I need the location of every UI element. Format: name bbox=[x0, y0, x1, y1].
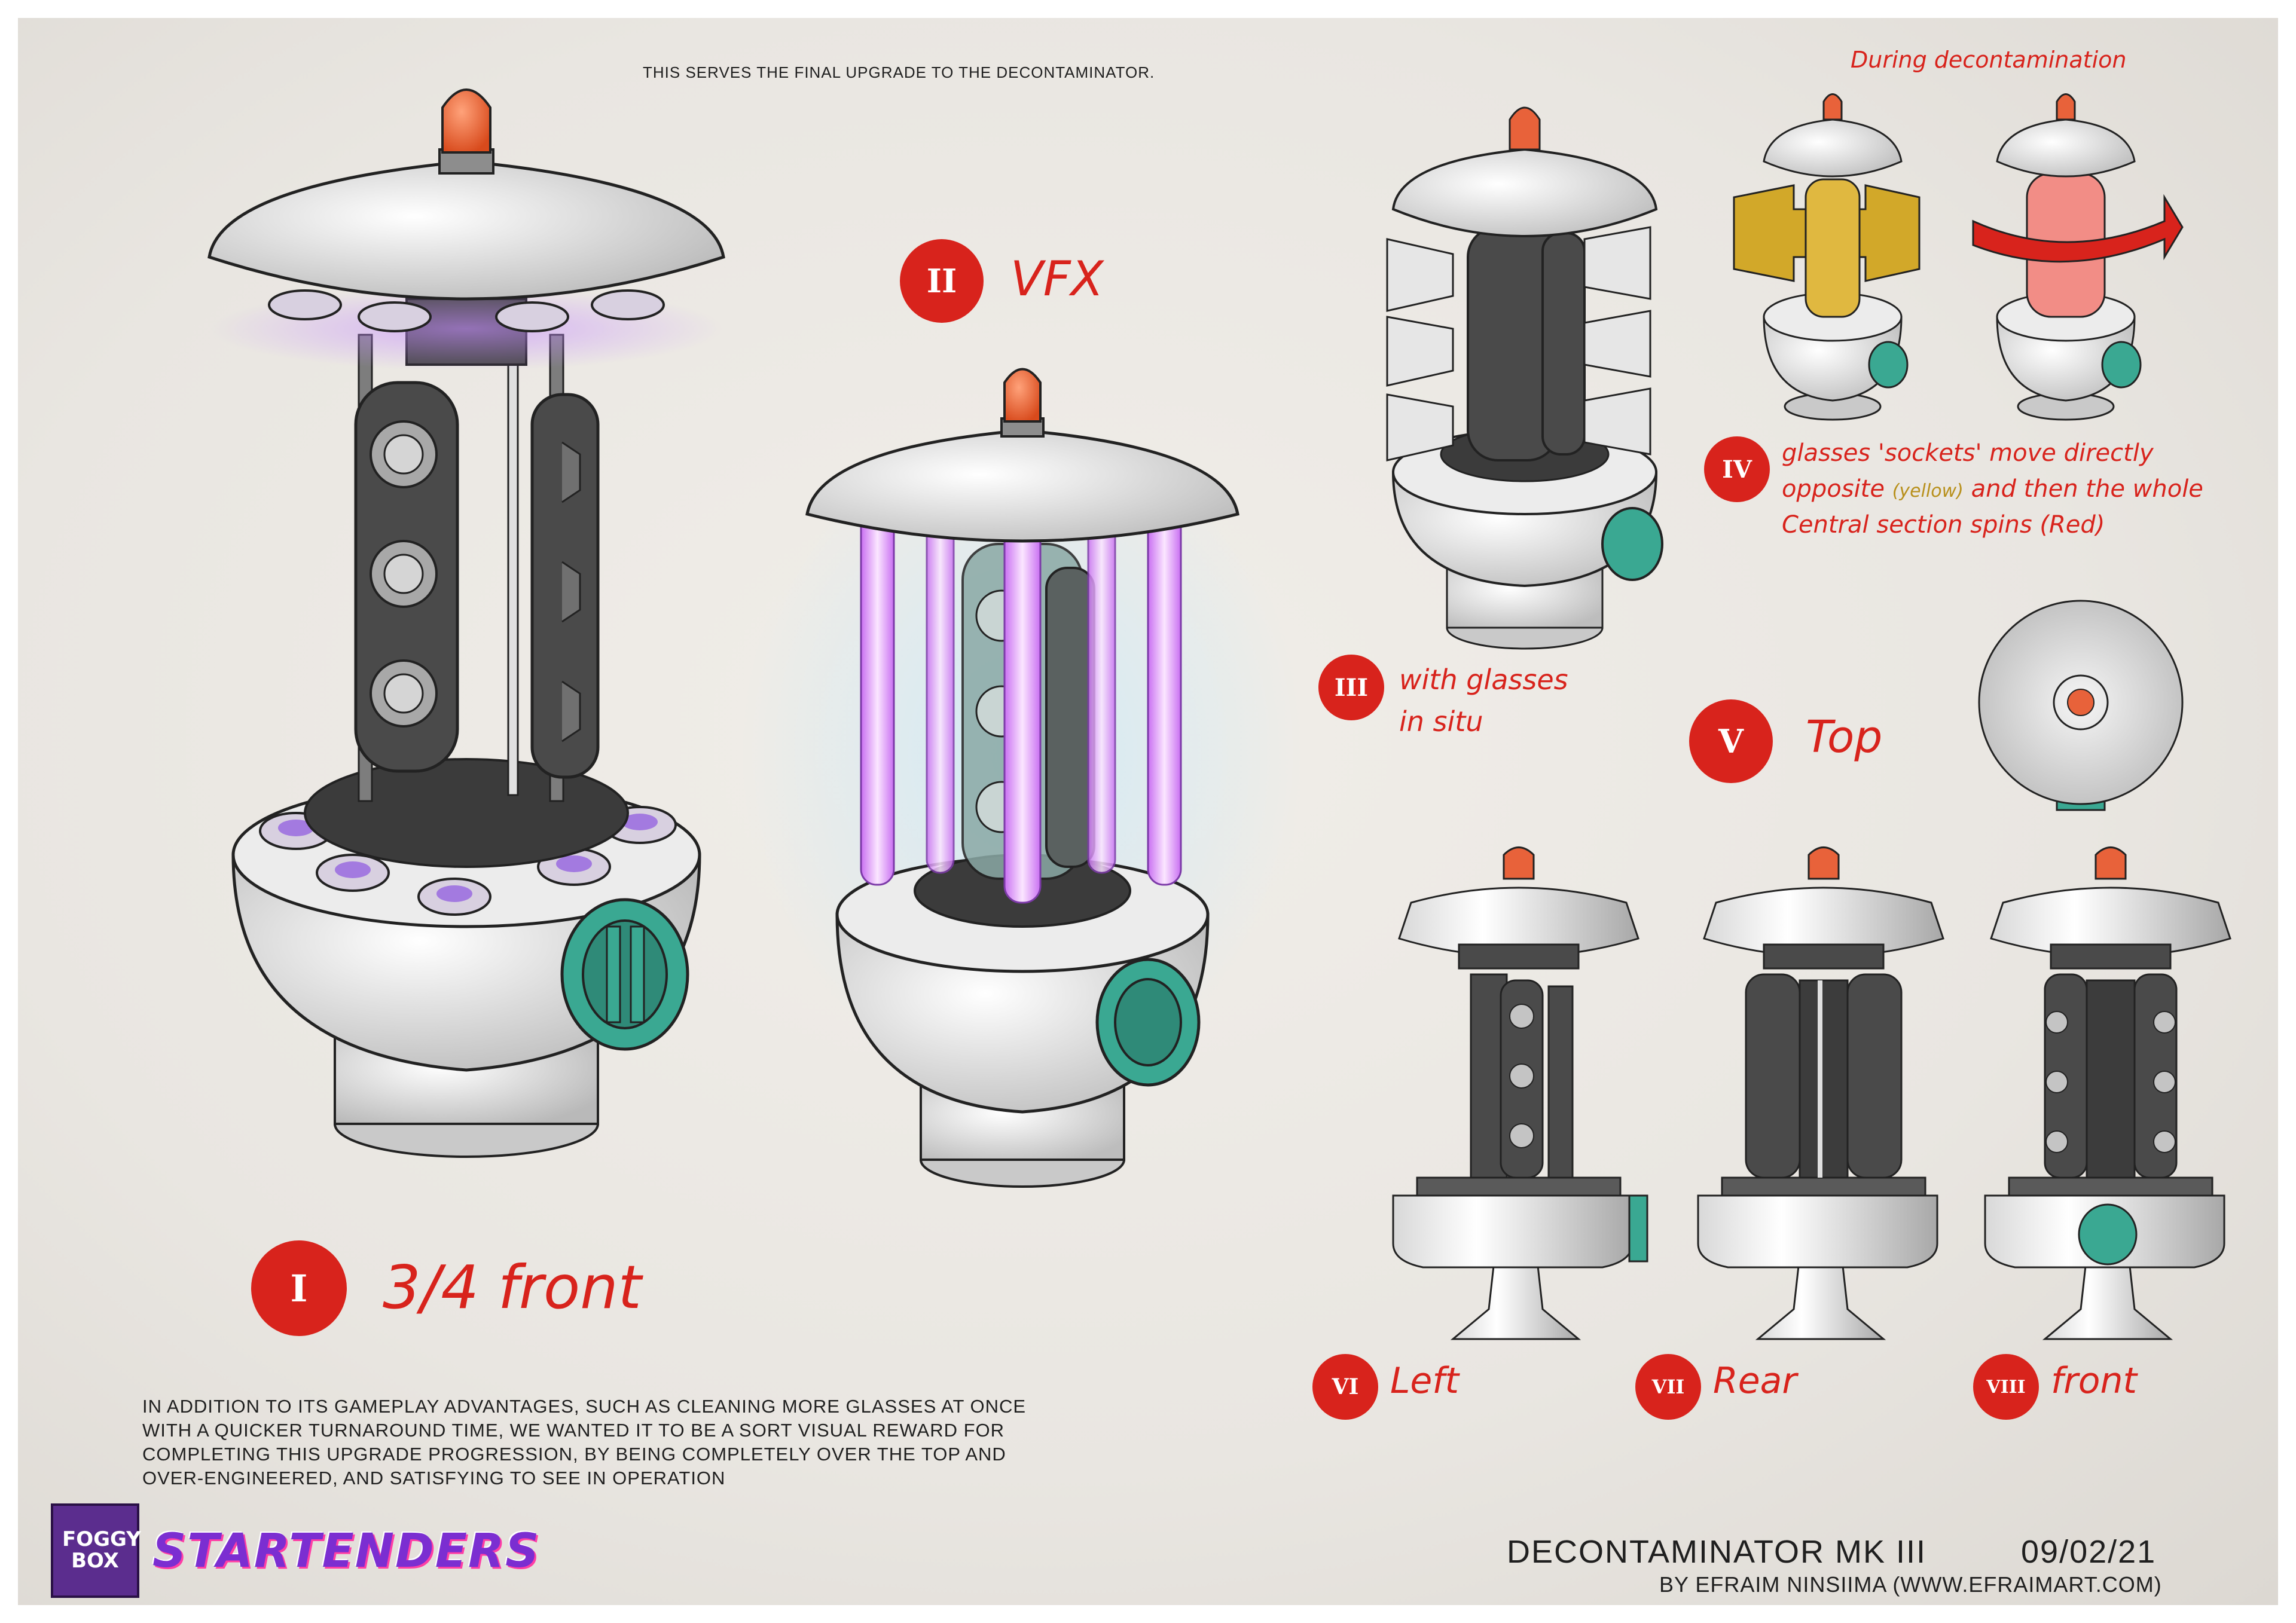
badge-view-5: V bbox=[1689, 699, 1773, 783]
model-rear-view bbox=[1697, 846, 1944, 1340]
model-center-spins bbox=[1972, 93, 2184, 421]
concept-sheet: THIS SERVES THE FINAL UPGRADE TO THE DEC… bbox=[18, 18, 2278, 1605]
label-view-3-line1: with glasses bbox=[1399, 664, 1568, 696]
foggy-box-logo: FOGGY BOX bbox=[51, 1503, 141, 1598]
label-view-5: Top bbox=[1806, 711, 1883, 763]
footer-date: 09/02/21 bbox=[2021, 1534, 2157, 1570]
badge-view-7: VII bbox=[1635, 1354, 1701, 1420]
footer-credit: BY EFRAIM NINSIIMA (WWW.EFRAIMART.COM) bbox=[1659, 1572, 2162, 1597]
model-vfx bbox=[741, 368, 1303, 1188]
description-line-4: OVER-ENGINEERED, AND SATISFYING TO SEE I… bbox=[142, 1468, 726, 1488]
description-line-3: COMPLETING THIS UPGRADE PROGRESSION, BY … bbox=[142, 1444, 1006, 1465]
label-view-2: VFX bbox=[1010, 251, 1104, 307]
footer-title: DECONTAMINATOR MK III bbox=[1507, 1534, 1927, 1570]
label-view-6: Left bbox=[1390, 1360, 1459, 1402]
label-view-7: Rear bbox=[1713, 1360, 1797, 1402]
model-left-view bbox=[1392, 846, 1648, 1340]
header-note: THIS SERVES THE FINAL UPGRADE TO THE DEC… bbox=[643, 63, 1155, 81]
model-sockets-move bbox=[1733, 93, 1921, 421]
badge-view-6: VI bbox=[1312, 1354, 1378, 1420]
badge-view-8: VIII bbox=[1973, 1354, 2039, 1420]
model-top-view bbox=[1978, 600, 2184, 811]
view-4-line2-yellow: (yellow) bbox=[1892, 481, 1964, 502]
description-line-1: IN ADDITION TO ITS GAMEPLAY ADVANTAGES, … bbox=[142, 1396, 1027, 1417]
startenders-logo: STARTENDERS bbox=[152, 1524, 541, 1578]
view-4-line2: opposite (yellow) and then the whole bbox=[1782, 475, 2203, 503]
view-4-line1: glasses 'sockets' move directly bbox=[1782, 439, 2154, 467]
foggy-box-logo-text: FOGGY BOX bbox=[62, 1527, 141, 1573]
badge-view-3: III bbox=[1318, 655, 1384, 720]
model-with-glasses bbox=[1386, 106, 1663, 650]
description-line-2: WITH A QUICKER TURNAROUND TIME, WE WANTE… bbox=[142, 1420, 1005, 1441]
badge-view-4: IV bbox=[1704, 436, 1770, 502]
view-4-line2-b: and then the whole bbox=[1971, 475, 2203, 503]
title-view-4: During decontamination bbox=[1851, 47, 2127, 73]
label-view-1: 3/4 front bbox=[383, 1252, 642, 1322]
view-4-line3: Central section spins (Red) bbox=[1782, 511, 2105, 539]
model-front-view bbox=[1984, 846, 2231, 1340]
label-view-3-line2: in situ bbox=[1399, 705, 1483, 738]
badge-view-2: II bbox=[900, 239, 984, 323]
label-view-8: front bbox=[2051, 1360, 2138, 1402]
view-4-line2-a: opposite bbox=[1782, 475, 1885, 503]
model-three-quarter-front bbox=[207, 88, 725, 1158]
badge-view-1: I bbox=[251, 1240, 347, 1336]
